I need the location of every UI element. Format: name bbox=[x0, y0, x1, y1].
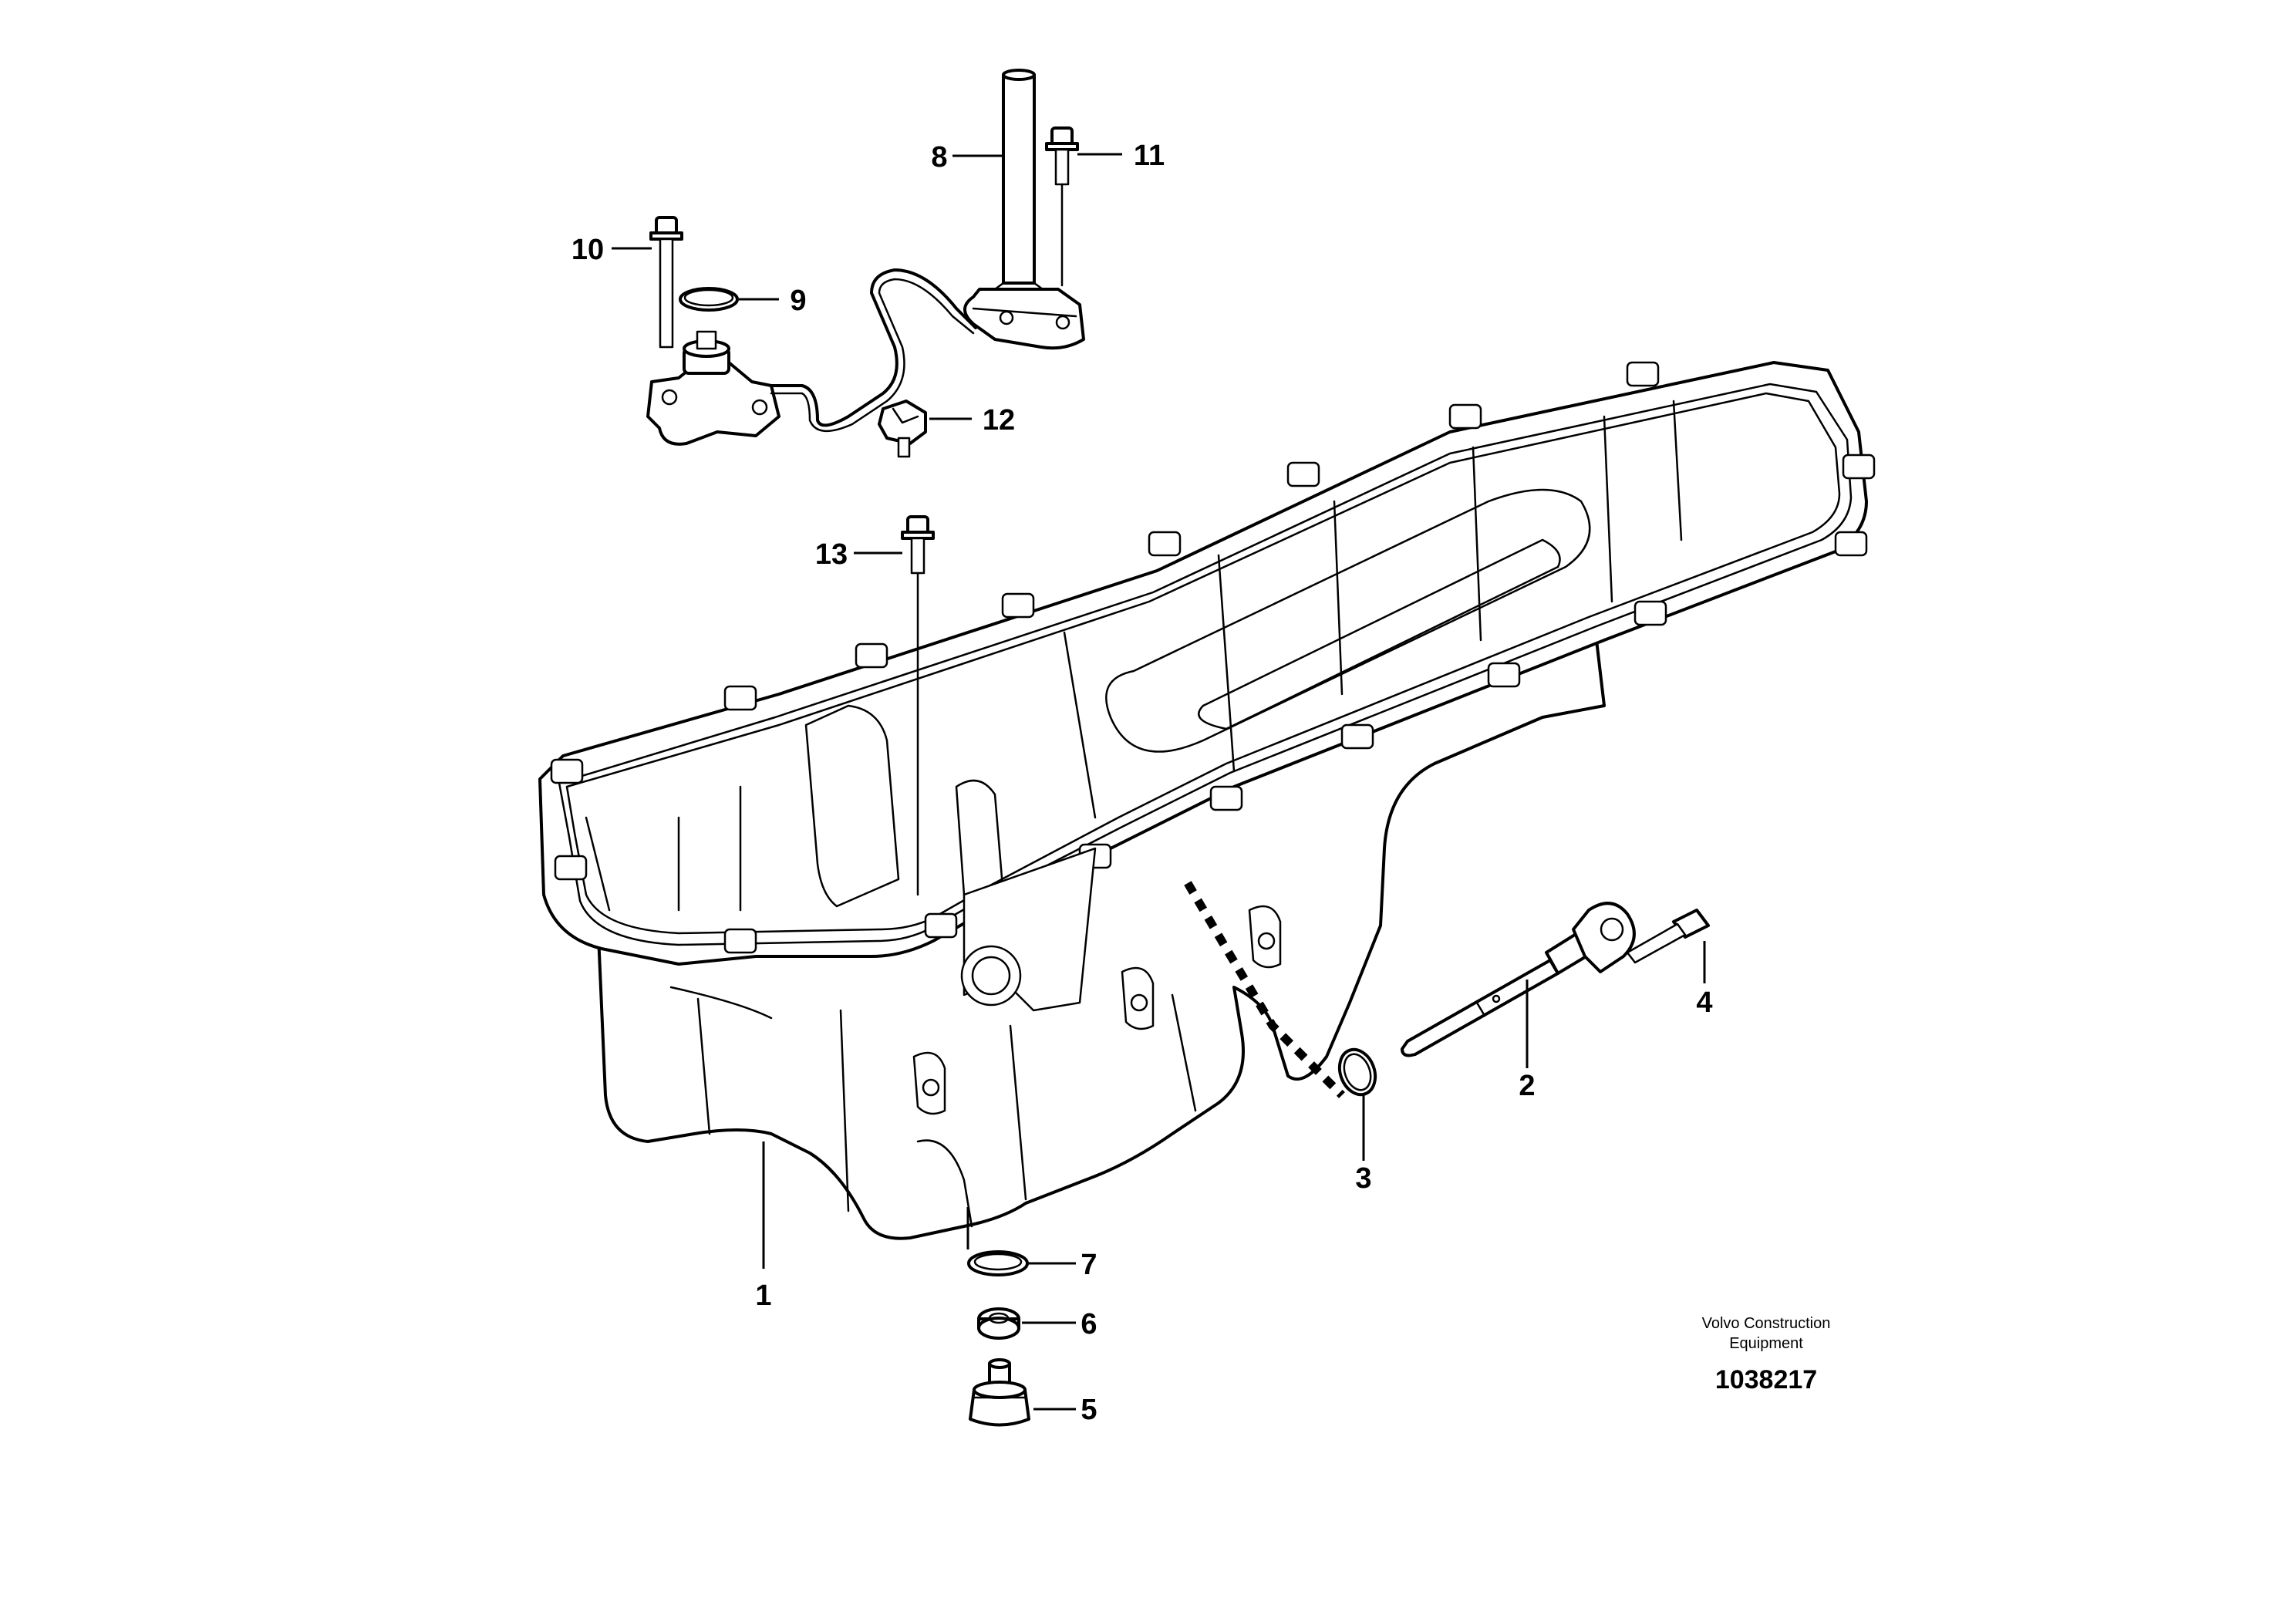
washer-6 bbox=[977, 1307, 1020, 1340]
dipstick-2 bbox=[1401, 902, 1636, 1057]
callout-4: 4 bbox=[1696, 986, 1712, 1019]
callout-9: 9 bbox=[790, 285, 806, 317]
callout-2: 2 bbox=[1519, 1070, 1535, 1102]
callout-3: 3 bbox=[1355, 1162, 1371, 1195]
o-ring-3 bbox=[1337, 1047, 1377, 1097]
bolt-4 bbox=[1626, 909, 1710, 964]
leader-lines bbox=[612, 153, 1706, 1411]
rim-bosses bbox=[550, 361, 1876, 954]
callout-5: 5 bbox=[1081, 1394, 1097, 1426]
seal-ring-7 bbox=[967, 1250, 1029, 1276]
brand-line-2: Equipment bbox=[1729, 1335, 1803, 1352]
callout-8: 8 bbox=[931, 141, 947, 174]
callout-13: 13 bbox=[815, 538, 848, 571]
brand-line-1: Volvo Construction bbox=[1702, 1315, 1831, 1332]
callout-1: 1 bbox=[755, 1280, 771, 1312]
oil-level-sensor bbox=[646, 268, 977, 446]
footer-block: Volvo Construction Equipment 1038217 bbox=[1702, 1315, 1831, 1394]
o-ring-9 bbox=[679, 287, 739, 312]
callout-6: 6 bbox=[1081, 1308, 1097, 1340]
callout-11: 11 bbox=[1134, 140, 1165, 172]
callout-7: 7 bbox=[1081, 1249, 1097, 1281]
suction-pipe bbox=[963, 69, 1085, 350]
document-number: 1038217 bbox=[1715, 1365, 1817, 1394]
drain-plug-5 bbox=[969, 1358, 1030, 1427]
dipstick-guide-hidden-line bbox=[1184, 881, 1345, 1098]
bolt-10 bbox=[649, 216, 683, 349]
callout-labels: 1 2 3 4 5 6 7 8 9 10 11 12 13 bbox=[571, 140, 1713, 1426]
bolt-11 bbox=[1045, 126, 1079, 287]
bolt-13 bbox=[901, 515, 935, 896]
clip-12 bbox=[878, 400, 927, 458]
callout-10: 10 bbox=[571, 234, 604, 266]
oil-pan bbox=[538, 361, 1876, 1240]
callout-12: 12 bbox=[983, 404, 1015, 437]
